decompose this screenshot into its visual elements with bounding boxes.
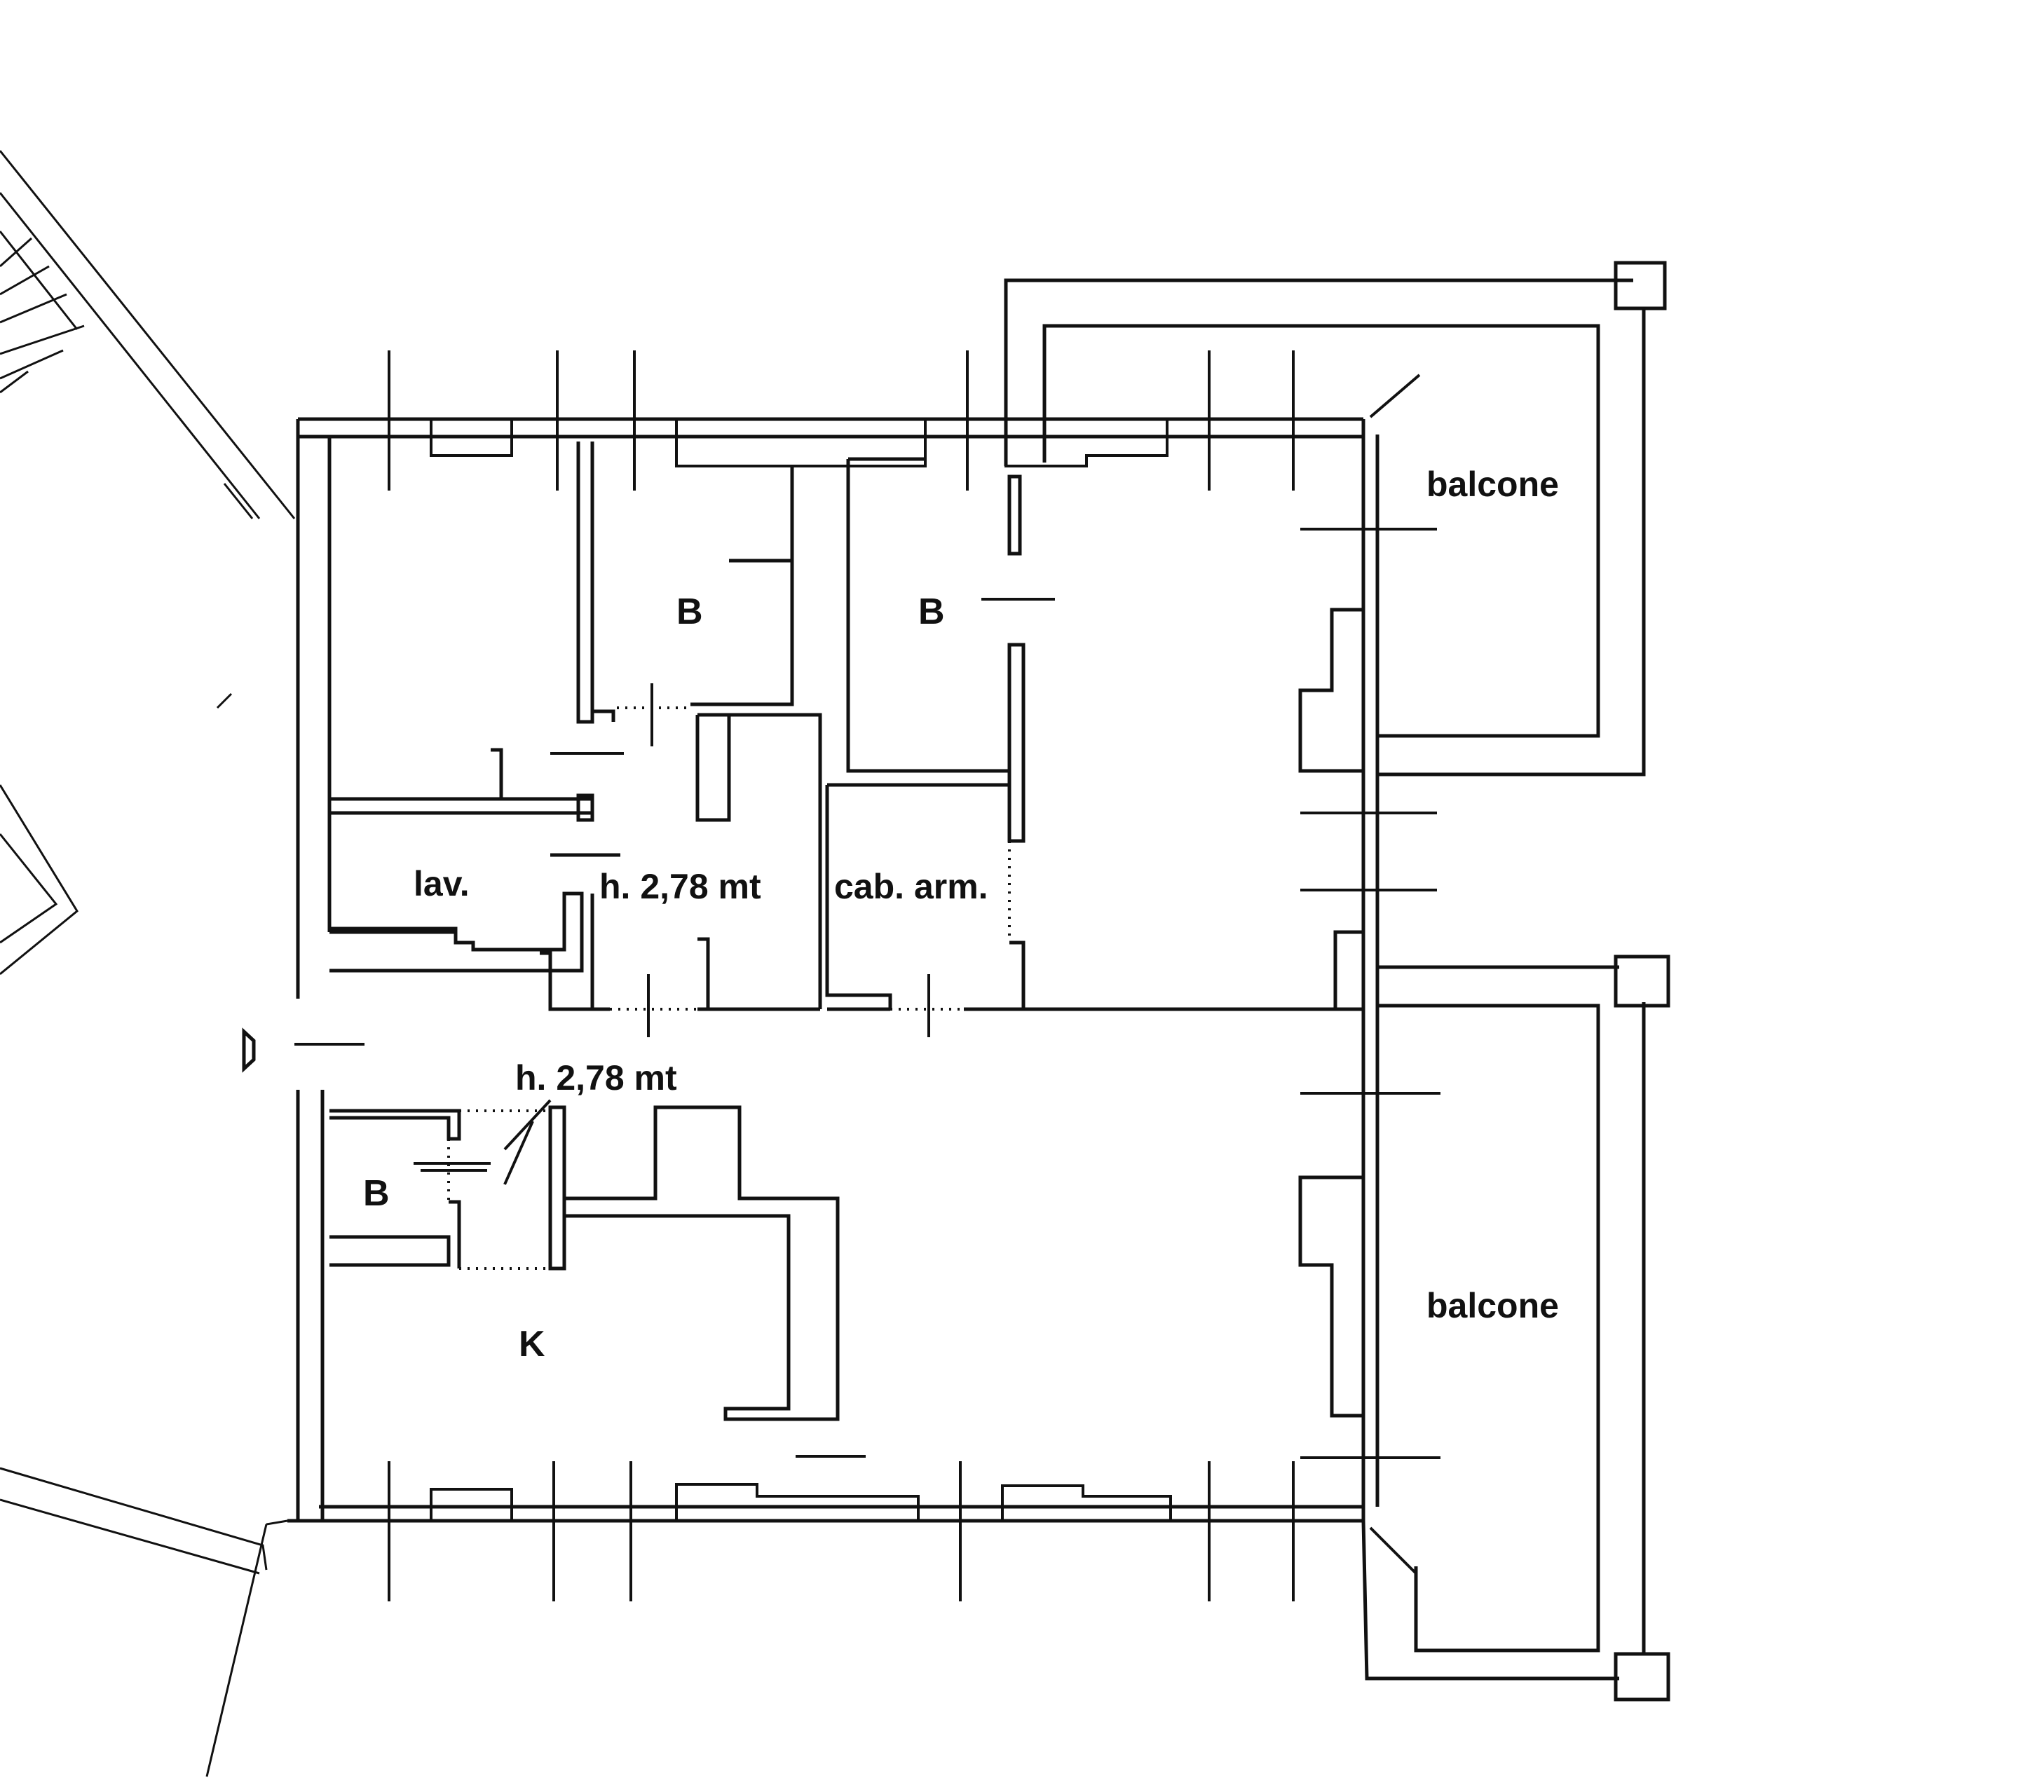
label-laundry: lav.: [414, 864, 470, 903]
exterior-walls: [287, 417, 1379, 1523]
label-ceiling-height-upper: h. 2,78 mt: [599, 867, 761, 906]
label-bath-1: B: [676, 591, 703, 632]
grid-ticks: [294, 350, 1440, 1601]
door-openings: [447, 706, 1011, 1270]
label-closet: cab. arm.: [834, 867, 988, 906]
label-bath-3: B: [363, 1173, 390, 1214]
kitchen-walls: [329, 1099, 866, 1458]
interior-walls: [329, 442, 1335, 1011]
balcony-bottom: [1361, 955, 1670, 1702]
label-balcone-bottom: balcone: [1426, 1286, 1559, 1325]
entrance-arrow-icon: [242, 1027, 256, 1073]
balcony-top: [1004, 261, 1667, 777]
label-balcone-top: balcone: [1426, 465, 1559, 504]
label-kitchen: K: [519, 1324, 545, 1364]
context-lines: [0, 150, 296, 1777]
label-ceiling-height-lower: h. 2,78 mt: [515, 1058, 677, 1097]
label-bath-2: B: [918, 591, 945, 632]
